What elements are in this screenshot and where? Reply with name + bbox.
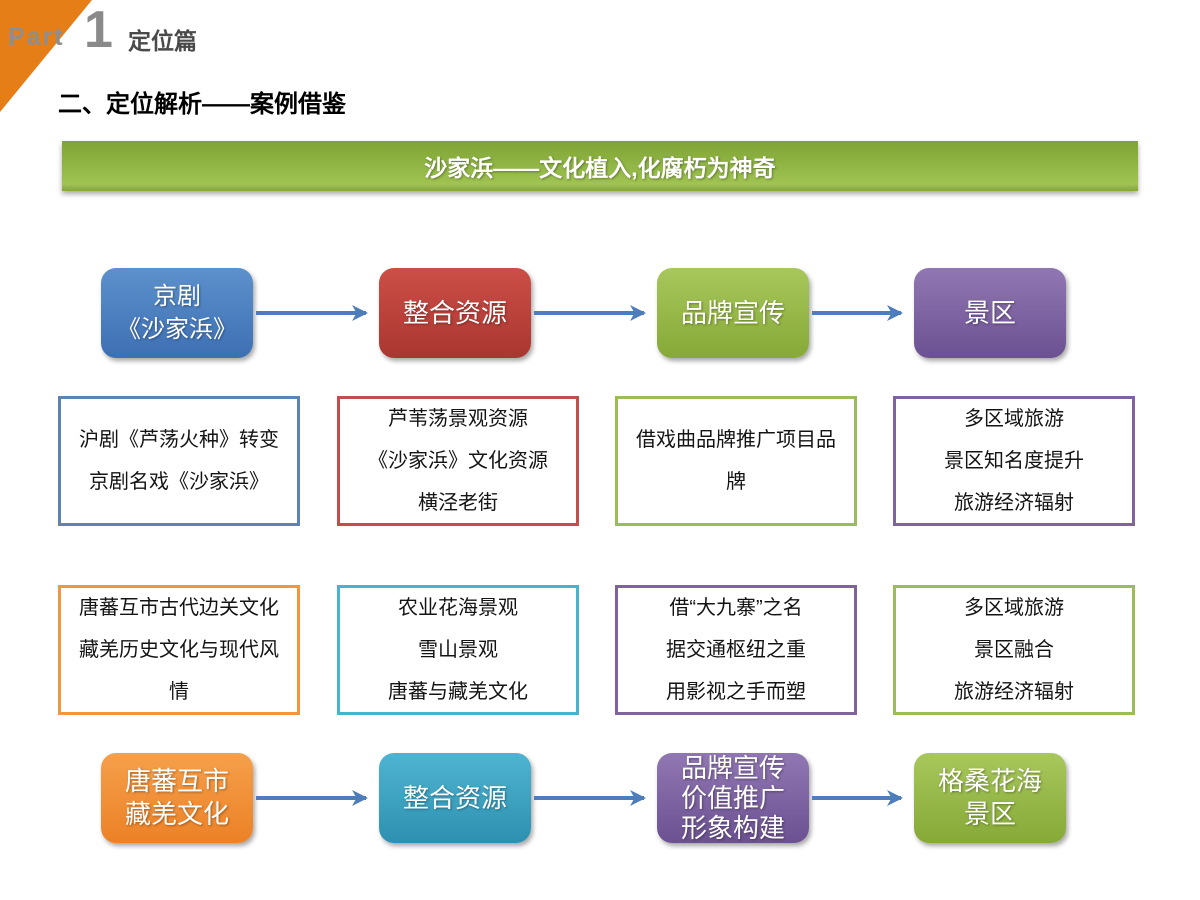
- flow-node-tangbo-culture: 唐蕃互市 藏羌文化: [101, 753, 253, 843]
- part-label: Part: [8, 23, 65, 51]
- case-box-tangbo-border-culture: 唐蕃互市古代边关文化 藏羌历史文化与现代风 情: [58, 585, 300, 715]
- flow-node-label: 整合资源: [402, 297, 507, 328]
- part-number: 1: [84, 1, 113, 59]
- flow-node-integrate-resources-bottom: 整合资源: [379, 753, 531, 843]
- flow-node-label: 格桑花海 景区: [937, 766, 1042, 829]
- flow-node-integrate-resources-top: 整合资源: [379, 268, 531, 358]
- case-box-dajiuzhai-name: 借“大九寨”之名 据交通枢纽之重 用影视之手而塑: [615, 585, 857, 715]
- flow-node-scenic-area: 景区: [914, 268, 1066, 358]
- case-box-opera-brand-project: 借戏曲品牌推广项目品 牌: [615, 396, 857, 526]
- case-box-text: 借戏曲品牌推广项目品 牌: [636, 429, 836, 493]
- case-banner: 沙家浜——文化植入,化腐朽为神奇: [62, 141, 1138, 191]
- case-box-text: 沪剧《芦荡火种》转变 京剧名戏《沙家浜》: [79, 429, 279, 493]
- case-box-reed-marsh-resources: 芦苇荡景观资源 《沙家浜》文化资源 横泾老街: [337, 396, 579, 526]
- flow-node-label: 品牌宣传: [680, 297, 785, 328]
- case-box-agri-flower-sea: 农业花海景观 雪山景观 唐蕃与藏羌文化: [337, 585, 579, 715]
- flow-node-jingju-shajiabang: 京剧 《沙家浜》: [101, 268, 253, 358]
- banner-title: 沙家浜——文化植入,化腐朽为神奇: [424, 155, 776, 181]
- case-box-text: 芦苇荡景观资源 《沙家浜》文化资源 横泾老街: [368, 408, 548, 514]
- flow-node-brand-promotion-top: 品牌宣传: [657, 268, 809, 358]
- flow-node-label: 品牌宣传 价值推广 形象构建: [680, 753, 785, 843]
- case-box-text: 多区域旅游 景区融合 旅游经济辐射: [954, 597, 1074, 703]
- flow-node-label: 整合资源: [402, 782, 507, 813]
- case-box-text: 多区域旅游 景区知名度提升 旅游经济辐射: [944, 408, 1084, 514]
- flow-node-gesang-flower-sea: 格桑花海 景区: [914, 753, 1066, 843]
- case-box-shanghai-opera: 沪剧《芦荡火种》转变 京剧名戏《沙家浜》: [58, 396, 300, 526]
- flow-node-label: 京剧 《沙家浜》: [117, 283, 237, 343]
- flow-node-brand-value-image: 品牌宣传 价值推广 形象构建: [657, 753, 809, 843]
- flow-node-label: 唐蕃互市 藏羌文化: [124, 766, 229, 829]
- case-box-text: 唐蕃互市古代边关文化 藏羌历史文化与现代风 情: [79, 597, 279, 703]
- case-box-multi-region-awareness: 多区域旅游 景区知名度提升 旅游经济辐射: [893, 396, 1135, 526]
- part-section-label: 定位篇: [128, 28, 197, 54]
- page-title: 二、定位解析——案例借鉴: [58, 91, 346, 118]
- case-box-multi-region-fusion: 多区域旅游 景区融合 旅游经济辐射: [893, 585, 1135, 715]
- case-box-text: 农业花海景观 雪山景观 唐蕃与藏羌文化: [388, 597, 528, 703]
- case-box-text: 借“大九寨”之名 据交通枢纽之重 用影视之手而塑: [666, 597, 806, 703]
- corner-triangle: [0, 0, 92, 112]
- flow-node-label: 景区: [963, 297, 1016, 328]
